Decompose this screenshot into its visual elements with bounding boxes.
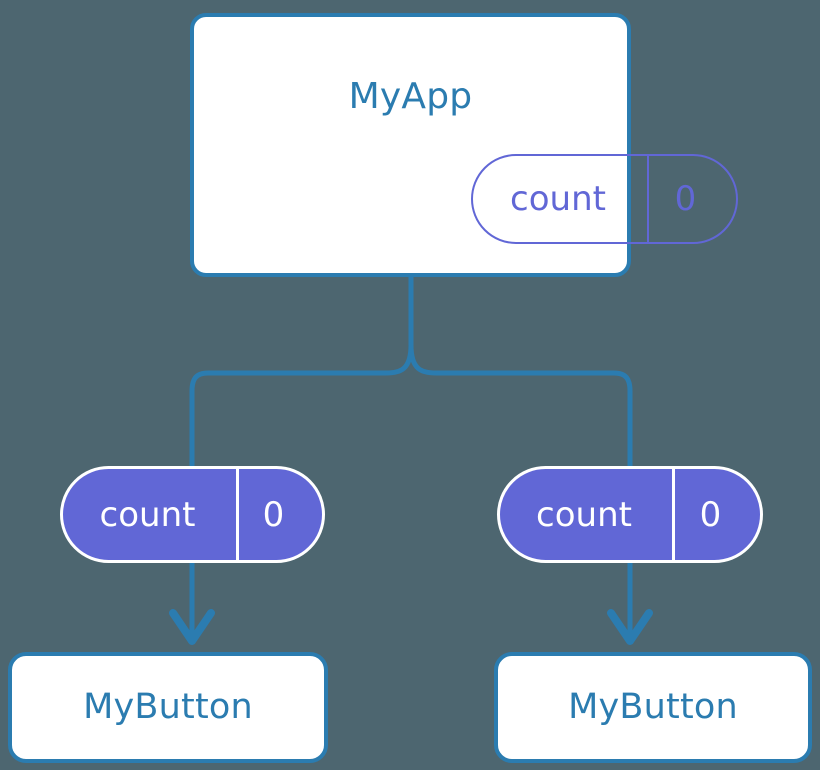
- props-pill-key: count: [500, 469, 675, 560]
- state-pill-key: count: [473, 156, 649, 242]
- connector-branch-left: [189, 344, 414, 466]
- state-pill-value: 0: [674, 179, 697, 219]
- props-pill-key: count: [63, 469, 239, 560]
- state-pill-myapp[interactable]: count 0: [471, 154, 738, 244]
- component-title-mybutton: MyButton: [568, 687, 738, 727]
- component-title-myapp: MyApp: [348, 76, 473, 117]
- component-node-mybutton-1[interactable]: MyButton: [494, 652, 812, 763]
- props-pill-value: 0: [699, 494, 722, 535]
- connector-branch-right: [408, 344, 633, 466]
- props-pill-value: 0: [262, 494, 285, 535]
- component-title-mybutton: MyButton: [83, 687, 253, 727]
- props-pill-child-1[interactable]: count 0: [497, 466, 763, 563]
- arrow-down-icon: [169, 609, 215, 645]
- arrow-down-icon: [607, 609, 653, 645]
- component-node-mybutton-0[interactable]: MyButton: [8, 652, 328, 763]
- props-pill-child-0[interactable]: count 0: [60, 466, 325, 563]
- component-node-myapp[interactable]: MyApp count 0: [190, 13, 738, 277]
